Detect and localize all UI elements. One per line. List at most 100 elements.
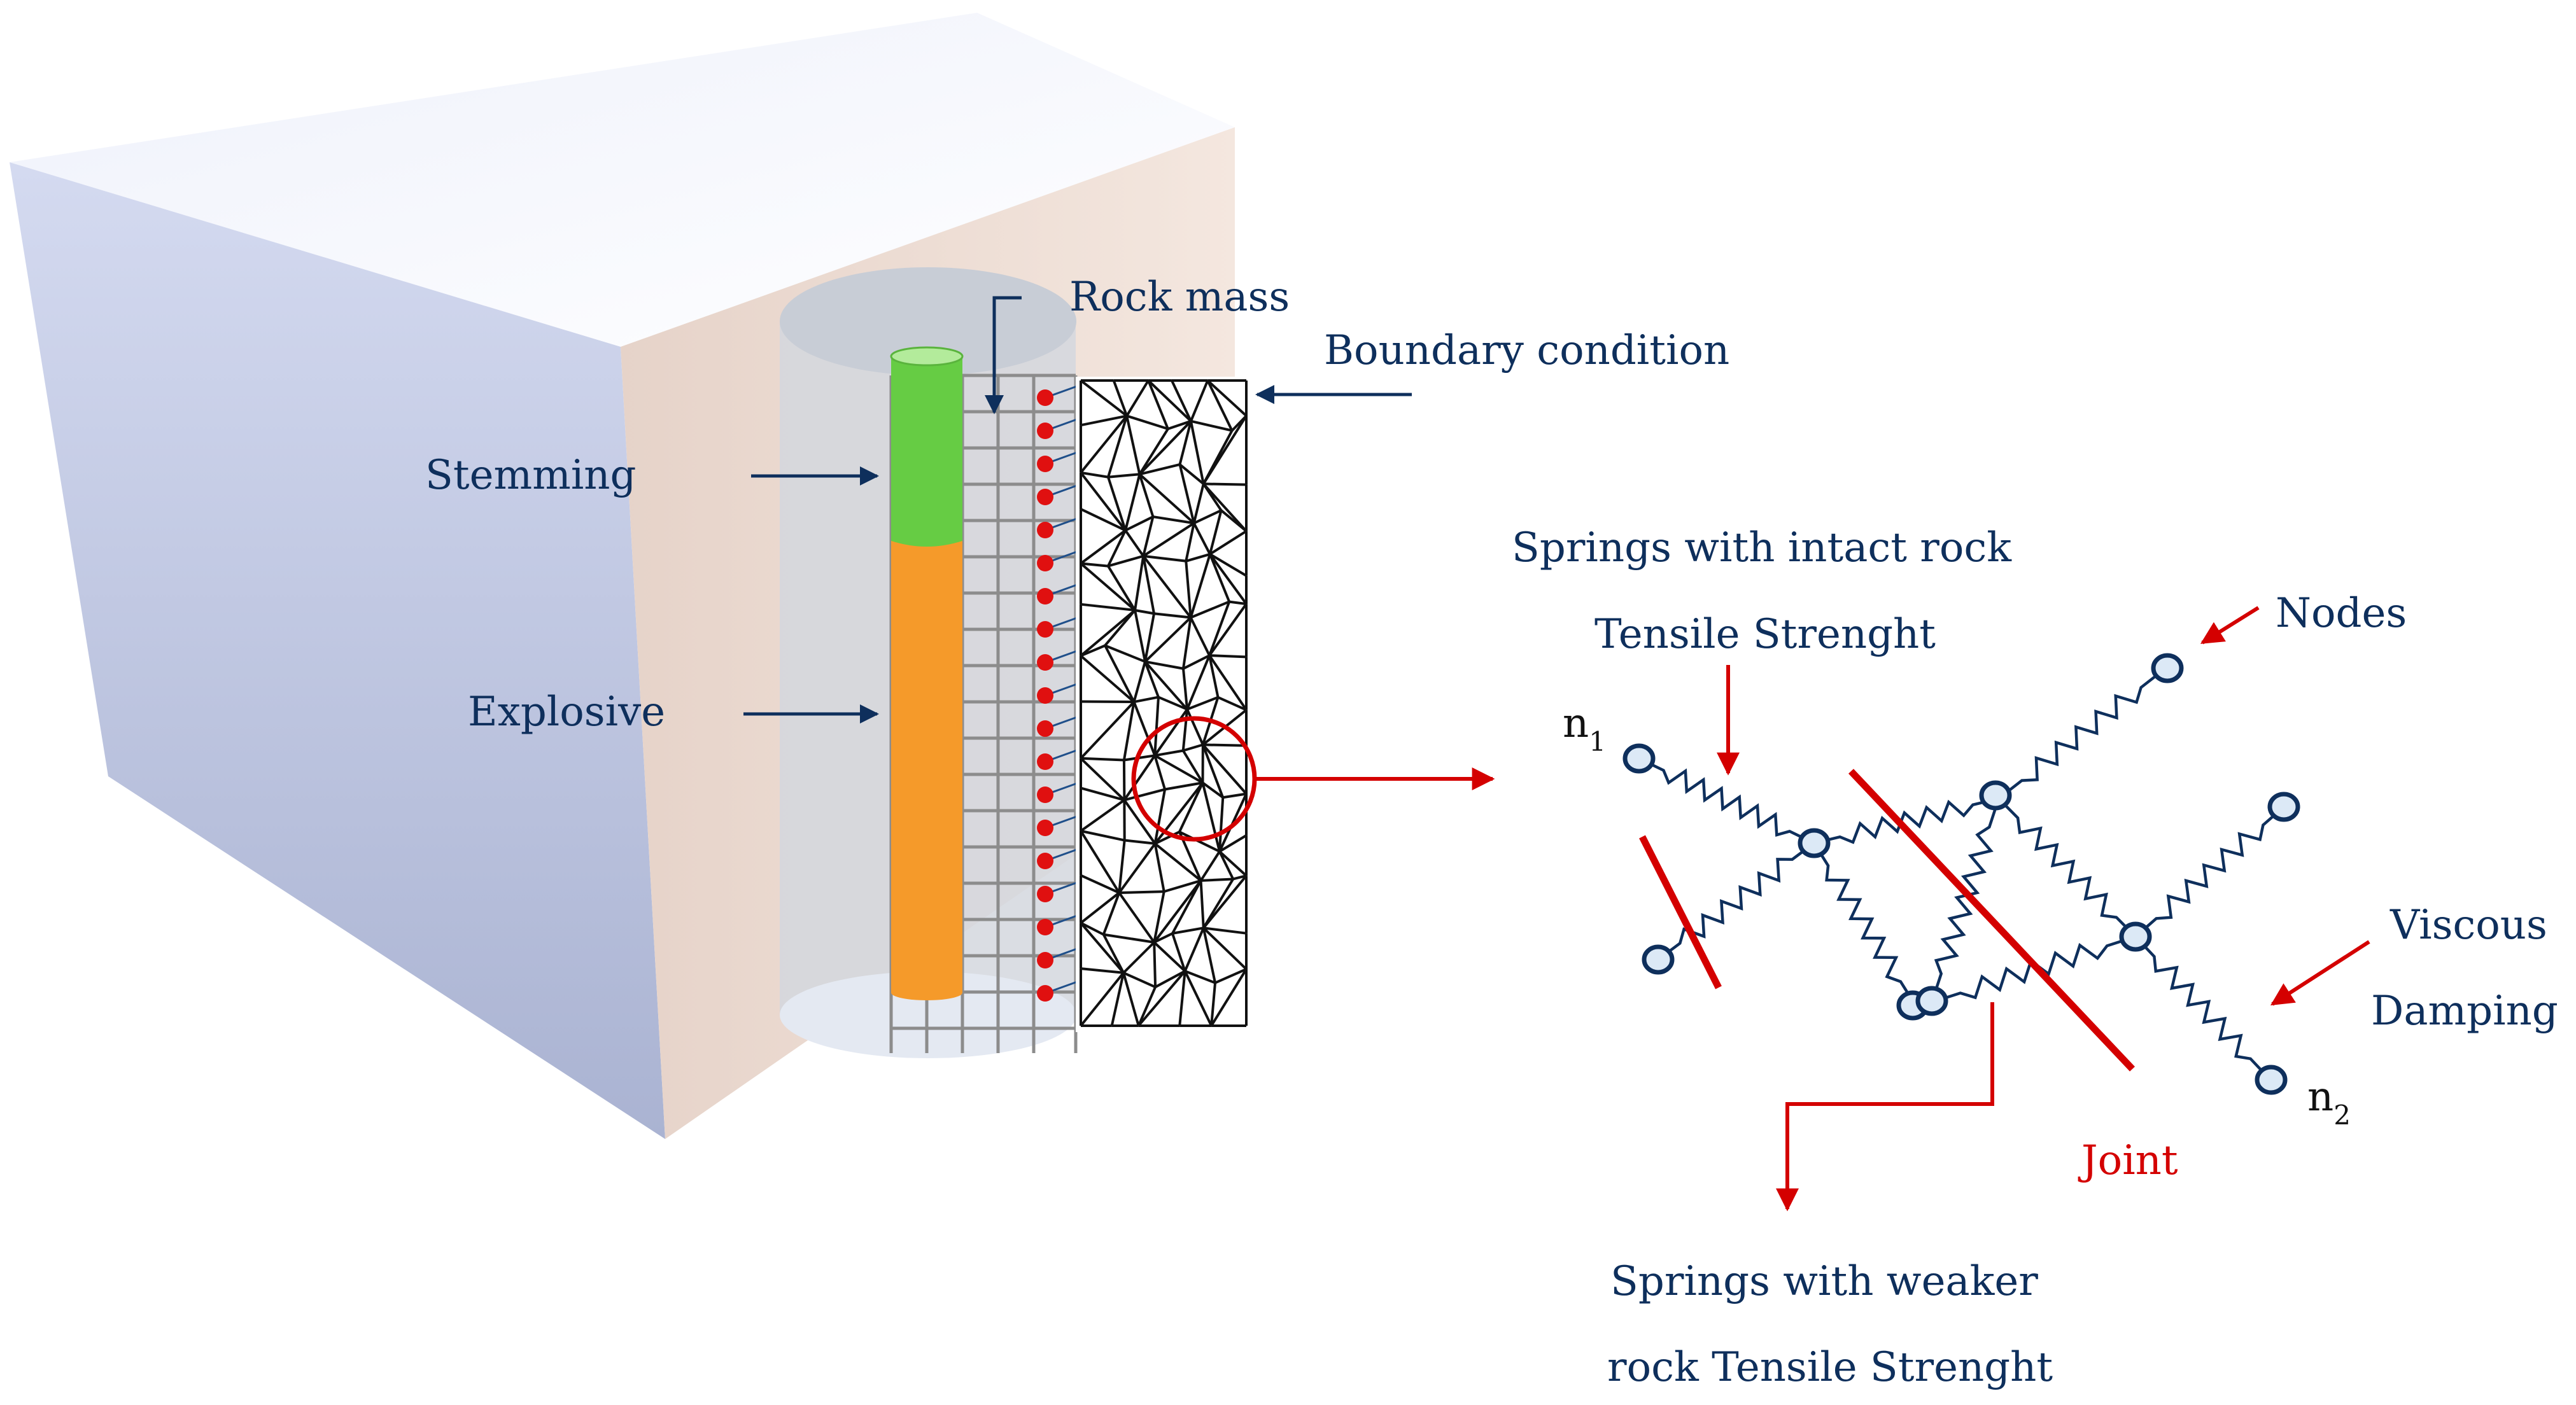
mesh-edge: [1190, 380, 1209, 422]
mesh-edge: [1080, 508, 1126, 532]
mesh-edge: [1179, 463, 1204, 485]
mesh-edge: [1217, 696, 1247, 711]
mesh-edge: [1178, 782, 1204, 833]
nodes-label: Nodes: [2276, 590, 2407, 637]
mesh-edge: [1123, 971, 1156, 989]
red-node: [1037, 654, 1053, 671]
joints: [1639, 769, 2135, 1072]
mesh-edge: [1181, 709, 1189, 751]
weaker-springs-arrow: [1776, 1002, 1994, 1212]
mesh-edge: [1208, 655, 1220, 698]
left-arrows: [743, 296, 1412, 723]
mesh-edge: [1080, 891, 1120, 924]
mesh-edge: [1119, 890, 1164, 894]
mesh-edge: [1202, 874, 1248, 929]
mesh-edge: [1153, 879, 1202, 944]
mesh-edge: [1125, 416, 1141, 475]
mesh-edge: [1142, 516, 1155, 557]
mesh-edge: [1080, 414, 1127, 427]
triangular-mesh: [1080, 379, 1248, 1027]
mesh-edge: [1144, 617, 1192, 663]
mesh-edge: [1144, 613, 1155, 662]
red-node: [1037, 753, 1053, 770]
mesh-edge: [1190, 421, 1205, 484]
red-node: [1037, 853, 1053, 869]
mesh-edge: [1134, 696, 1159, 703]
mesh-edge: [1193, 509, 1222, 524]
mesh-edge: [1202, 878, 1234, 929]
mesh-edge: [1080, 830, 1120, 894]
springs-intact-label-line2: Tensile Strenght: [1594, 611, 1936, 658]
mesh-edge: [1182, 668, 1189, 709]
mesh-edge: [1218, 797, 1225, 852]
mesh-edge: [1102, 892, 1121, 935]
mesh-edge: [1118, 842, 1157, 894]
stemming-column-top: [890, 346, 964, 367]
mesh-edge: [1192, 522, 1211, 555]
mesh-edge: [1153, 612, 1191, 619]
mesh-edge: [1080, 655, 1135, 703]
mesh-edge: [1218, 834, 1248, 853]
mesh-edge: [1153, 843, 1165, 892]
mesh-edge: [1138, 420, 1192, 475]
mesh-nodes: [1037, 385, 1078, 1002]
mesh-edge: [1142, 556, 1155, 614]
mesh-edge: [1185, 552, 1211, 563]
mesh-edge: [1186, 708, 1204, 746]
node-n2-sub: 2: [2333, 1100, 2351, 1131]
springs-weaker-label-line1: Springs with weaker: [1610, 1258, 2038, 1305]
rock-block-top-face: [10, 13, 1235, 347]
stemming-column: [891, 356, 962, 541]
mesh-edge: [1206, 380, 1234, 431]
mesh-edge: [1190, 600, 1230, 619]
mesh-edge: [1202, 927, 1216, 983]
mesh-edge: [1104, 609, 1136, 647]
red-node: [1037, 522, 1053, 538]
mesh-edge: [1183, 927, 1205, 972]
mesh-edge: [1154, 754, 1204, 784]
spring: [1813, 797, 1999, 845]
cylinder-top: [780, 267, 1076, 375]
mesh-edge: [1147, 380, 1169, 430]
mesh-panel-background: [1076, 377, 1251, 1032]
explosive-column: [891, 541, 962, 993]
spring-node: [1622, 743, 1656, 774]
mesh-edge: [1139, 463, 1181, 476]
triangular-mesh-panel: [1076, 377, 1257, 1032]
mesh-edge: [1144, 661, 1188, 711]
mesh-edge: [1138, 473, 1155, 517]
joint-label: Joint: [2078, 1137, 2178, 1184]
mesh-edge: [1080, 603, 1136, 612]
mesh-edge: [1080, 757, 1125, 801]
stemming-explosive-interface: [891, 541, 962, 547]
red-node: [1037, 786, 1053, 803]
mesh-edge: [1137, 986, 1157, 1026]
mesh-edge: [1218, 850, 1248, 877]
rock-mass-arrow: [985, 296, 1022, 414]
red-node: [1037, 423, 1053, 439]
mesh-edge: [1171, 879, 1202, 934]
mesh-edge: [1208, 654, 1248, 711]
mesh-edge: [1125, 379, 1150, 417]
spring: [1997, 668, 2165, 800]
nodes-arrow: [2200, 606, 2260, 645]
mesh-edge: [1080, 922, 1125, 974]
red-node: [1037, 820, 1053, 836]
mesh-edge: [1210, 968, 1248, 1027]
annotation-arrows: [1717, 606, 2370, 1212]
mesh-edge: [1144, 661, 1160, 698]
mesh-edge: [1186, 655, 1211, 710]
mesh-edge: [1108, 473, 1140, 479]
mesh-edge: [1080, 786, 1125, 802]
mesh-edge: [1220, 509, 1248, 533]
mesh-edge: [1183, 654, 1210, 670]
mesh-edge: [1080, 967, 1124, 974]
mesh-edge: [1080, 609, 1136, 657]
red-node: [1037, 886, 1053, 902]
mesh-edge: [1228, 600, 1247, 606]
mesh-edge: [1104, 644, 1146, 663]
rock-block-front-face: [10, 162, 665, 1139]
mesh-edge: [1154, 830, 1180, 845]
spring: [1813, 842, 1916, 1005]
mesh-edge: [1153, 942, 1157, 988]
